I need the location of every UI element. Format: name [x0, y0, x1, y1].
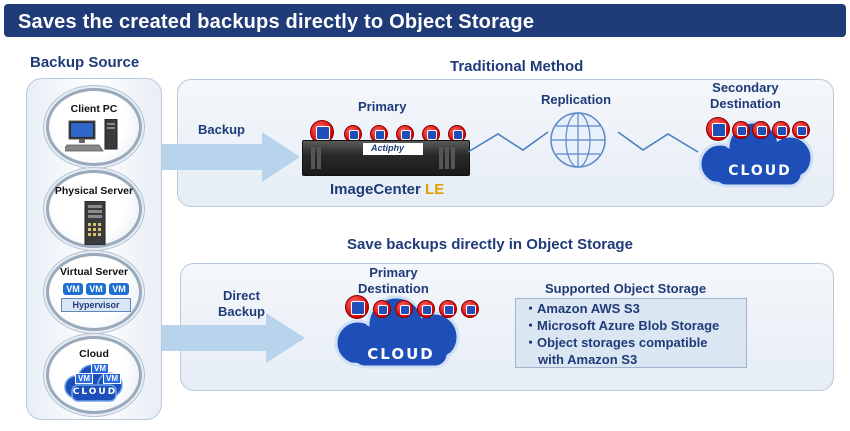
server-brand: Actiphy — [371, 143, 405, 153]
cloud-word: CLOUD — [72, 387, 118, 397]
storage-item: ・Microsoft Azure Blob Storage — [524, 318, 720, 333]
direct-backup-arrow — [162, 313, 305, 363]
product-name: ImageCenter — [330, 181, 421, 198]
cloud-icon — [334, 295, 460, 369]
vm-chip: VM — [103, 373, 121, 384]
banner-title: Saves the created backups directly to Ob… — [18, 11, 535, 33]
backup-file-icon — [373, 300, 391, 318]
direct-backup-label: Direct Backup — [218, 288, 265, 320]
secondary-destination-label: Secondary Destination — [710, 80, 781, 112]
product-logo: ImageCenter LE — [330, 181, 444, 198]
client-pc-icon — [65, 119, 118, 152]
physical-server-label: Physical Server — [54, 185, 134, 197]
backup-arrow — [162, 132, 300, 182]
backup-file-icon — [772, 121, 790, 139]
hypervisor-bar: Hypervisor — [61, 298, 131, 312]
client-pc-label: Client PC — [70, 103, 118, 115]
backup-file-icon — [396, 125, 414, 143]
vm-chip: VM — [75, 373, 93, 384]
backup-file-icon — [792, 121, 810, 139]
physical-server-node: Physical Server — [46, 170, 142, 248]
replication-line — [468, 131, 699, 153]
storage-item-continuation: with Amazon S3 — [538, 352, 638, 367]
virtual-server-label: Virtual Server — [59, 266, 129, 278]
backup-file-icon — [706, 117, 730, 141]
vm-chip: VM — [63, 283, 83, 295]
cloud-icon — [698, 120, 814, 188]
cloud-word: CLOUD — [367, 345, 435, 363]
backup-file-icon — [395, 300, 413, 318]
cloud-source-node: Cloud VM VM VM CLOUD — [46, 336, 142, 414]
supported-storage-heading: Supported Object Storage — [545, 281, 707, 296]
vm-chip: VM — [86, 283, 106, 295]
server-vent-icon — [311, 143, 455, 169]
rack-server: Actiphy — [302, 140, 470, 176]
backup-source-heading: Backup Source — [30, 54, 140, 71]
replication-label: Replication — [541, 92, 612, 107]
backup-label: Backup — [198, 122, 245, 137]
backup-file-icon — [448, 125, 466, 143]
backup-file-icon — [439, 300, 457, 318]
storage-item: ・Amazon AWS S3 — [524, 301, 640, 316]
backup-file-icon — [417, 300, 435, 318]
backup-file-icon — [461, 300, 479, 318]
vm-chip: VM — [91, 363, 109, 374]
supported-storage-list: ・Amazon AWS S3 ・Microsoft Azure Blob Sto… — [515, 298, 747, 368]
direct-method-heading: Save backups directly in Object Storage — [347, 236, 633, 253]
cloud-source-label: Cloud — [79, 348, 109, 360]
virtual-server-node: Virtual Server VM VM VM Hypervisor — [46, 253, 142, 331]
globe-icon — [550, 112, 606, 168]
primary-destination-label: Primary Destination — [358, 265, 429, 297]
title-banner: Saves the created backups directly to Ob… — [4, 4, 846, 37]
backup-file-icon — [345, 295, 369, 319]
backup-file-icon — [732, 121, 750, 139]
traditional-method-heading: Traditional Method — [450, 58, 584, 75]
cloud-word: CLOUD — [728, 163, 792, 179]
vm-chip: VM — [109, 283, 129, 295]
vm-row: VM VM VM — [63, 283, 129, 295]
storage-item: ・Object storages compatible — [524, 335, 708, 350]
product-suffix: LE — [425, 181, 445, 198]
primary-label: Primary — [358, 99, 407, 114]
backup-file-icon — [752, 121, 770, 139]
client-pc-node: Client PC — [46, 88, 142, 166]
server-tower-icon — [84, 201, 106, 245]
